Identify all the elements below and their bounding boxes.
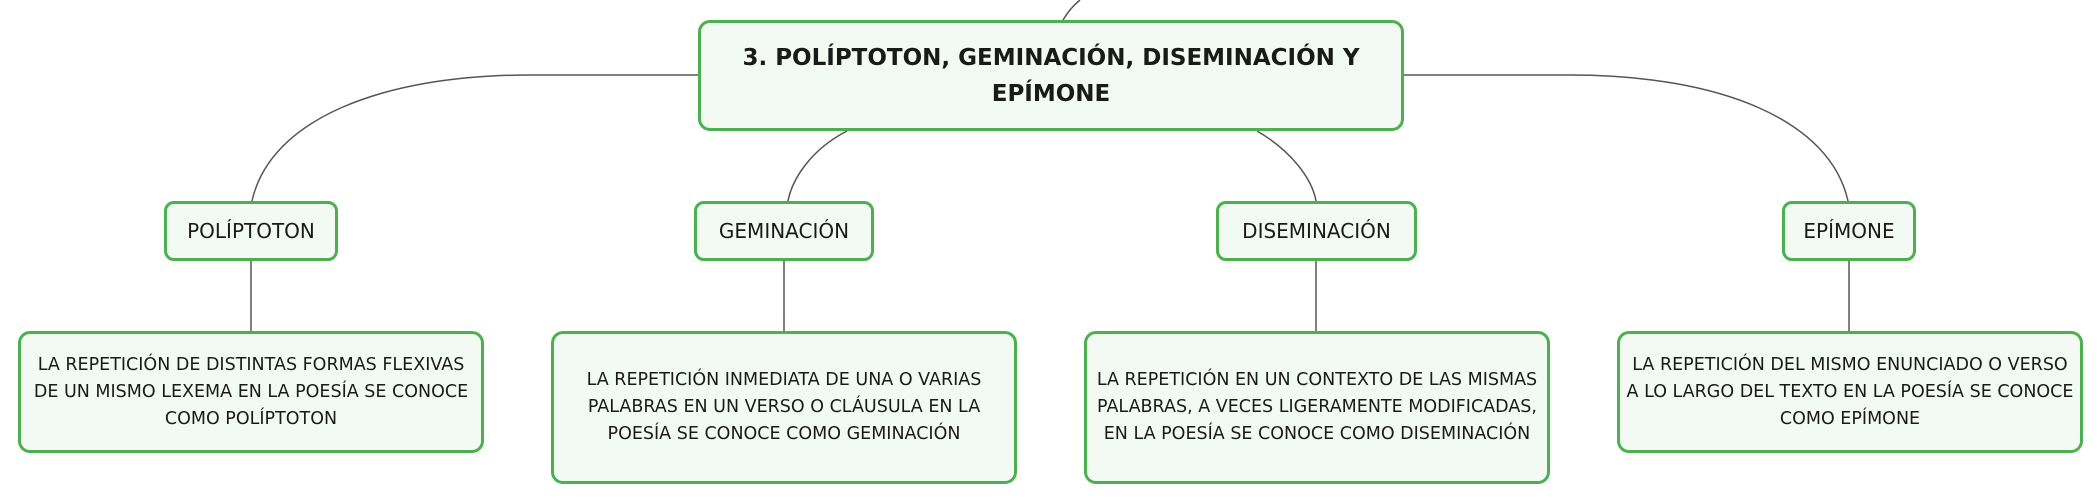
topic-node-geminacion[interactable]: GEMINACIÓN xyxy=(694,201,874,261)
connector-root-geminacion xyxy=(787,130,848,202)
topic-node-diseminacion[interactable]: DISEMINACIÓN xyxy=(1216,201,1417,261)
topic-label: POLÍPTOTON xyxy=(187,219,315,243)
description-text: LA REPETICIÓN DE DISTINTAS FORMAS FLEXIV… xyxy=(33,354,469,429)
description-text: LA REPETICIÓN INMEDIATA DE UNA O VARIAS … xyxy=(586,370,982,444)
description-node-diseminacion[interactable]: LA REPETICIÓN EN UN CONTEXTO DE LAS MISM… xyxy=(1084,331,1550,484)
description-text: LA REPETICIÓN EN UN CONTEXTO DE LAS MISM… xyxy=(1096,370,1538,444)
description-text: LA REPETICIÓN DEL MISMO ENUNCIADO O VERS… xyxy=(1626,354,2074,429)
description-node-geminacion[interactable]: LA REPETICIÓN INMEDIATA DE UNA O VARIAS … xyxy=(551,331,1017,484)
connector-parent-link xyxy=(1062,0,1081,21)
root-title: 3. POLÍPTOTON, GEMINACIÓN, DISEMINACIÓN … xyxy=(742,44,1360,107)
topic-label: EPÍMONE xyxy=(1803,219,1895,243)
description-node-polyptoton[interactable]: LA REPETICIÓN DE DISTINTAS FORMAS FLEXIV… xyxy=(18,331,484,453)
description-node-epimone[interactable]: LA REPETICIÓN DEL MISMO ENUNCIADO O VERS… xyxy=(1617,331,2083,453)
topic-node-epimone[interactable]: EPÍMONE xyxy=(1782,201,1916,261)
connector-root-polyptoton xyxy=(251,74,698,202)
topic-label: GEMINACIÓN xyxy=(718,219,850,243)
connector-root-epimone xyxy=(1404,74,1849,202)
topic-node-polyptoton[interactable]: POLÍPTOTON xyxy=(164,201,338,261)
connector-root-diseminacion xyxy=(1256,130,1317,202)
topic-label: DISEMINACIÓN xyxy=(1242,219,1391,243)
root-node[interactable]: 3. POLÍPTOTON, GEMINACIÓN, DISEMINACIÓN … xyxy=(698,20,1404,131)
